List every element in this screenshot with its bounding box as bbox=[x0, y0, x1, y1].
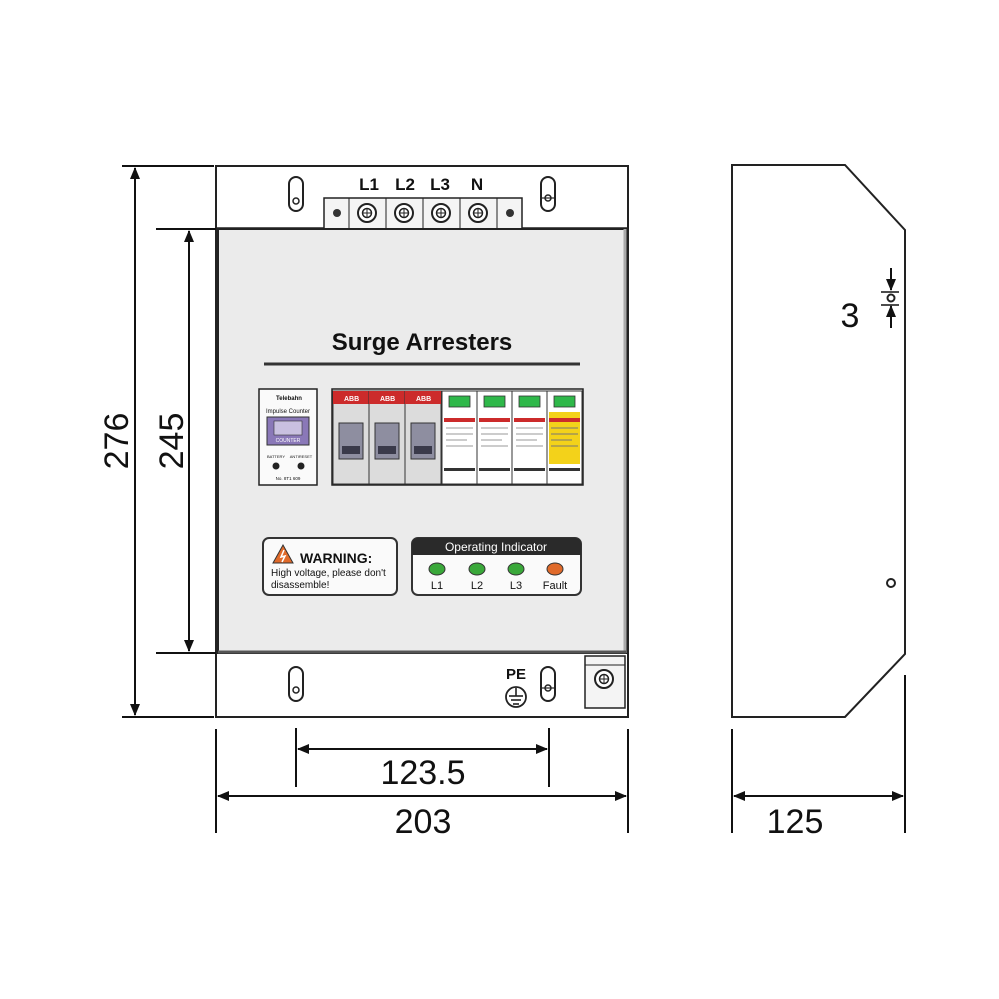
dim-width-mount: 123.5 bbox=[380, 754, 465, 792]
dim-height-outer: 276 bbox=[98, 413, 136, 470]
side-hole bbox=[886, 578, 896, 588]
breaker-module: ABB bbox=[368, 390, 406, 485]
module-rail: ABB ABB ABB bbox=[331, 388, 584, 486]
ground-icon bbox=[505, 686, 527, 708]
terminal-block bbox=[323, 197, 523, 230]
pe-terminal-block bbox=[584, 655, 626, 709]
dim-height-inner: 245 bbox=[153, 413, 191, 470]
counter-battery-label: BATTERY bbox=[267, 454, 285, 459]
indicator-led-l2 bbox=[468, 562, 486, 576]
counter-reset-button[interactable] bbox=[297, 462, 305, 470]
keyhole-icon bbox=[540, 665, 556, 702]
breaker-brand-label: ABB bbox=[344, 396, 359, 403]
dim-thickness: 3 bbox=[841, 297, 860, 335]
breaker-toggle[interactable] bbox=[378, 446, 396, 454]
dim-width-outer: 203 bbox=[395, 803, 452, 841]
dim-depth: 125 bbox=[767, 803, 824, 841]
counter-battery-button[interactable] bbox=[272, 462, 280, 470]
impulse-counter: Telebahn Impulse Counter COUNTER BATTERY… bbox=[258, 388, 318, 486]
counter-screen-label: COUNTER bbox=[276, 438, 301, 444]
breaker-module: ABB bbox=[332, 390, 370, 485]
screw-icon bbox=[394, 203, 414, 223]
panel-title: Surge Arresters bbox=[332, 329, 513, 356]
breaker-toggle[interactable] bbox=[342, 446, 360, 454]
spd-module bbox=[441, 390, 478, 485]
side-profile bbox=[731, 164, 906, 718]
counter-reset-label: ANTIRESET bbox=[290, 454, 313, 459]
indicator-led-l1 bbox=[428, 562, 446, 576]
side-hole-small bbox=[886, 293, 896, 303]
counter-title: Impulse Counter bbox=[266, 409, 310, 415]
dimension-lines bbox=[122, 165, 629, 833]
front-view: L1 L2 L3 N Surge Arresters Teleba bbox=[215, 165, 629, 718]
warning-line2: disassemble! bbox=[271, 580, 329, 591]
indicator-label-l1: L1 bbox=[431, 580, 443, 592]
screw-icon bbox=[431, 203, 451, 223]
warning-line1: High voltage, please don't bbox=[271, 568, 386, 579]
terminal-label-l1: L1 bbox=[359, 175, 379, 194]
keyhole-icon bbox=[540, 175, 556, 212]
keyhole-icon bbox=[288, 175, 304, 212]
keyhole-icon bbox=[288, 665, 304, 702]
spd-module bbox=[476, 390, 513, 485]
counter-brand: Telebahn bbox=[276, 396, 302, 402]
screw-icon bbox=[594, 669, 614, 689]
breaker-module: ABB bbox=[404, 390, 442, 485]
indicator-led-l3 bbox=[507, 562, 525, 576]
terminal-label-l2: L2 bbox=[395, 175, 415, 194]
pe-label: PE bbox=[506, 666, 526, 683]
screw-icon bbox=[468, 203, 488, 223]
spd-module-n bbox=[546, 390, 583, 485]
screw-icon bbox=[357, 203, 377, 223]
breaker-toggle[interactable] bbox=[414, 446, 432, 454]
counter-code: No. 8T1 609 bbox=[276, 476, 301, 481]
warning-title: WARNING: bbox=[300, 550, 372, 566]
breaker-brand-label: ABB bbox=[416, 396, 431, 403]
depth-dimension bbox=[731, 675, 906, 833]
terminal-label-n: N bbox=[471, 175, 483, 194]
breaker-brand-label: ABB bbox=[380, 396, 395, 403]
indicator-label-fault: Fault bbox=[543, 580, 567, 592]
side-view: 3 bbox=[731, 164, 906, 718]
indicator-led-fault bbox=[546, 562, 564, 576]
operating-indicator: Operating Indicator L1 L2 L3 Fault bbox=[411, 537, 582, 596]
spd-module bbox=[511, 390, 548, 485]
hazard-icon bbox=[272, 543, 294, 564]
indicator-label-l2: L2 bbox=[471, 580, 483, 592]
indicator-title: Operating Indicator bbox=[445, 540, 547, 554]
warning-label: WARNING: High voltage, please don't disa… bbox=[262, 537, 398, 596]
terminal-label-l3: L3 bbox=[430, 175, 450, 194]
indicator-label-l3: L3 bbox=[510, 580, 522, 592]
